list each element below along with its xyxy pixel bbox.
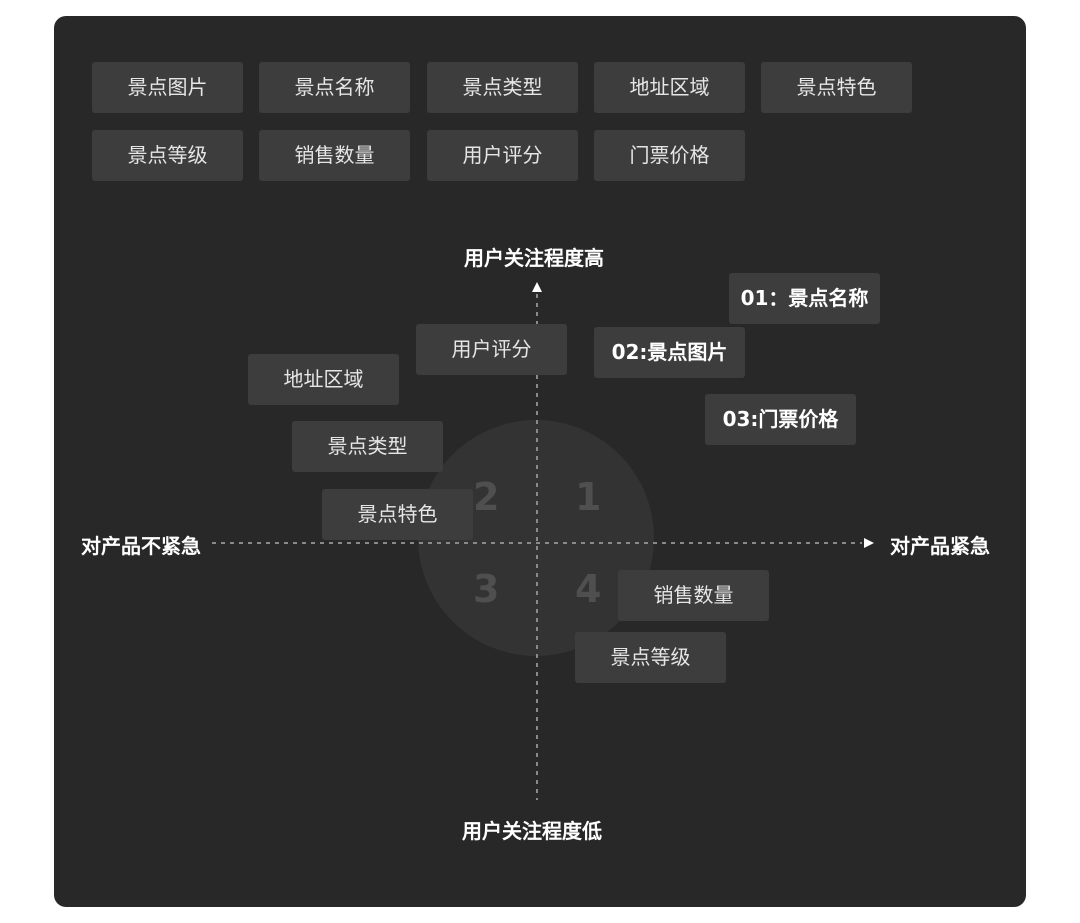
palette-tag-spot-feature[interactable]: 景点特色 — [761, 62, 912, 113]
palette-tag-ticket-price[interactable]: 门票价格 — [594, 130, 745, 181]
quadrant-number-4: 4 — [575, 567, 602, 611]
palette-tag-spot-image[interactable]: 景点图片 — [92, 62, 243, 113]
matrix-tag-sales-count[interactable]: 销售数量 — [618, 570, 769, 621]
matrix-tag-spot-grade[interactable]: 景点等级 — [575, 632, 726, 683]
axis-label-right: 对产品紧急 — [890, 534, 990, 558]
axis-label-bottom: 用户关注程度低 — [462, 819, 602, 843]
quadrant-number-2: 2 — [473, 475, 500, 519]
quadrant-number-3: 3 — [473, 567, 500, 611]
vertical-axis-arrow — [532, 282, 542, 292]
matrix-tag-spot-feature[interactable]: 景点特色 — [322, 489, 473, 540]
axis-label-top: 用户关注程度高 — [464, 246, 604, 270]
palette-tag-spot-name[interactable]: 景点名称 — [259, 62, 410, 113]
matrix-tag-user-rating[interactable]: 用户评分 — [416, 324, 567, 375]
priority-tag-03[interactable]: 03:门票价格 — [705, 394, 856, 445]
matrix-tag-spot-type[interactable]: 景点类型 — [292, 421, 443, 472]
axis-label-left: 对产品不紧急 — [81, 534, 201, 558]
palette-tag-user-rating[interactable]: 用户评分 — [427, 130, 578, 181]
palette-tag-sales-count[interactable]: 销售数量 — [259, 130, 410, 181]
matrix-tag-address-area[interactable]: 地址区域 — [248, 354, 399, 405]
horizontal-axis-arrow — [864, 538, 874, 548]
priority-tag-02[interactable]: 02:景点图片 — [594, 327, 745, 378]
diagram-panel: 景点图片 景点名称 景点类型 地址区域 景点特色 景点等级 销售数量 用户评分 … — [54, 16, 1026, 907]
palette-tag-spot-grade[interactable]: 景点等级 — [92, 130, 243, 181]
palette-tag-spot-type[interactable]: 景点类型 — [427, 62, 578, 113]
quadrant-number-1: 1 — [575, 475, 602, 519]
palette-tag-address-area[interactable]: 地址区域 — [594, 62, 745, 113]
priority-tag-01[interactable]: 01：景点名称 — [729, 273, 880, 324]
